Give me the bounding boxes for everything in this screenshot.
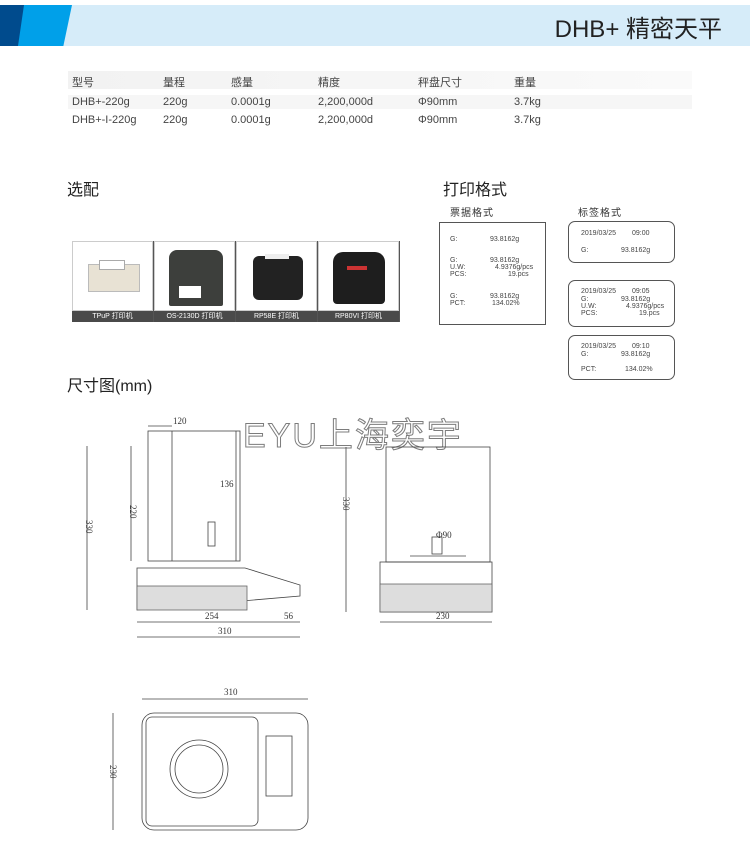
label-format-title: 标签格式 xyxy=(578,208,622,219)
options-heading: 选配 xyxy=(67,182,100,199)
table-cell: 2,200,000d xyxy=(318,114,374,126)
dim-label: 230 xyxy=(108,765,118,779)
col-header: 型号 xyxy=(72,77,94,89)
field-value: 4.9376g/pcs xyxy=(626,303,665,310)
field-value: 93.8162g xyxy=(621,247,651,254)
table-cell: 2,200,000d xyxy=(318,96,374,108)
dim-label: 330 xyxy=(341,497,351,511)
printer-item: RP80VI 打印机 xyxy=(318,241,399,322)
field-label: G: xyxy=(450,236,458,243)
field-label: PCS: xyxy=(581,310,598,317)
table-cell: DHB+-I-220g xyxy=(72,114,137,126)
printer-caption: OS-2130D 打印机 xyxy=(154,311,235,322)
table-cell: 3.7kg xyxy=(514,96,541,108)
top-view-drawing: 310 230 xyxy=(108,687,309,831)
side-view-drawing: 330 Φ90 230 xyxy=(341,446,493,623)
field-label: G: xyxy=(581,296,589,303)
table-cell: Φ90mm xyxy=(418,114,458,126)
field-value: 93.8162g xyxy=(490,293,520,300)
field-value: 134.02% xyxy=(625,366,653,373)
dim-label: Φ90 xyxy=(436,530,452,540)
dim-label: 136 xyxy=(220,479,234,489)
field-value: 134.02% xyxy=(492,300,520,307)
table-cell: 220g xyxy=(163,114,188,126)
label-date: 2019/03/25 xyxy=(581,288,617,295)
printer-strip: TPuP 打印机 OS-2130D 打印机 RP58E 打印机 RP80VI 打… xyxy=(72,241,400,322)
header-band xyxy=(0,5,750,46)
field-label: U.W: xyxy=(581,303,597,310)
dim-label: 120 xyxy=(173,416,187,426)
printer-caption: RP58E 打印机 xyxy=(236,311,317,322)
front-view-drawing: 120 220 330 136 254 56 310 xyxy=(84,416,301,638)
printer-image xyxy=(72,241,153,311)
field-label: PCS: xyxy=(450,271,467,278)
field-value: 19.pcs xyxy=(639,310,660,317)
table-cell: 0.0001g xyxy=(231,96,271,108)
dimensions-heading: 尺寸图(mm) xyxy=(67,378,153,395)
page-title: DHB+ 精密天平 xyxy=(554,16,722,43)
printer-caption: RP80VI 打印机 xyxy=(318,311,399,322)
dim-label: 230 xyxy=(436,611,450,621)
label-date: 2019/03/25 xyxy=(581,343,617,350)
field-label: G: xyxy=(450,293,458,300)
dim-label: 254 xyxy=(205,611,219,621)
printer-item: OS-2130D 打印机 xyxy=(154,241,235,322)
receipt-sample: G: 93.8162g G: 93.8162g U.W: 4.9376g/pcs… xyxy=(439,222,546,325)
printer-image xyxy=(236,241,317,311)
field-label: G: xyxy=(581,247,589,254)
field-value: 4.9376g/pcs xyxy=(495,264,534,271)
table-cell: DHB+-220g xyxy=(72,96,130,108)
printer-image xyxy=(318,241,399,311)
table-cell: 0.0001g xyxy=(231,114,271,126)
table-cell: Φ90mm xyxy=(418,96,458,108)
label-time: 09:05 xyxy=(632,288,650,295)
label-time: 09:00 xyxy=(632,230,650,237)
printer-caption: TPuP 打印机 xyxy=(72,311,153,322)
printer-item: RP58E 打印机 xyxy=(236,241,317,322)
label-date: 2019/03/25 xyxy=(581,230,617,237)
receipt-format-title: 票据格式 xyxy=(450,208,494,219)
field-value: 93.8162g xyxy=(621,351,651,358)
field-label: G: xyxy=(450,257,458,264)
field-value: 93.8162g xyxy=(621,296,651,303)
printer-image xyxy=(154,241,235,311)
field-label: G: xyxy=(581,351,589,358)
dim-label: 330 xyxy=(84,520,94,534)
table-cell: 3.7kg xyxy=(514,114,541,126)
col-header: 精度 xyxy=(318,77,340,89)
dim-label: 56 xyxy=(284,611,294,621)
dim-label: 220 xyxy=(128,505,138,519)
dim-label: 310 xyxy=(218,626,232,636)
col-header: 感量 xyxy=(231,77,253,89)
col-header: 重量 xyxy=(514,77,536,89)
col-header: 秤盘尺寸 xyxy=(418,77,462,89)
label-sample: 2019/03/25 09:10 G: 93.8162g PCT: 134.02… xyxy=(568,335,675,380)
field-label: PCT: xyxy=(581,366,597,373)
table-cell: 220g xyxy=(163,96,188,108)
dim-label: 310 xyxy=(224,687,238,697)
label-time: 09:10 xyxy=(632,343,650,350)
field-value: 19.pcs xyxy=(508,271,529,278)
col-header: 量程 xyxy=(163,77,185,89)
field-label: U.W: xyxy=(450,264,466,271)
label-sample: 2019/03/25 09:05 G: 93.8162g U.W: 4.9376… xyxy=(568,280,675,327)
printer-item: TPuP 打印机 xyxy=(72,241,153,322)
spec-table-header-band xyxy=(68,71,692,89)
field-value: 93.8162g xyxy=(490,236,520,243)
label-sample: 2019/03/25 09:00 G: 93.8162g xyxy=(568,221,675,263)
spec-table-row-band xyxy=(68,95,692,109)
print-format-heading: 打印格式 xyxy=(443,182,508,199)
field-value: 93.8162g xyxy=(490,257,520,264)
field-label: PCT: xyxy=(450,300,466,307)
watermark: EYU上海奕宇 xyxy=(243,417,463,456)
